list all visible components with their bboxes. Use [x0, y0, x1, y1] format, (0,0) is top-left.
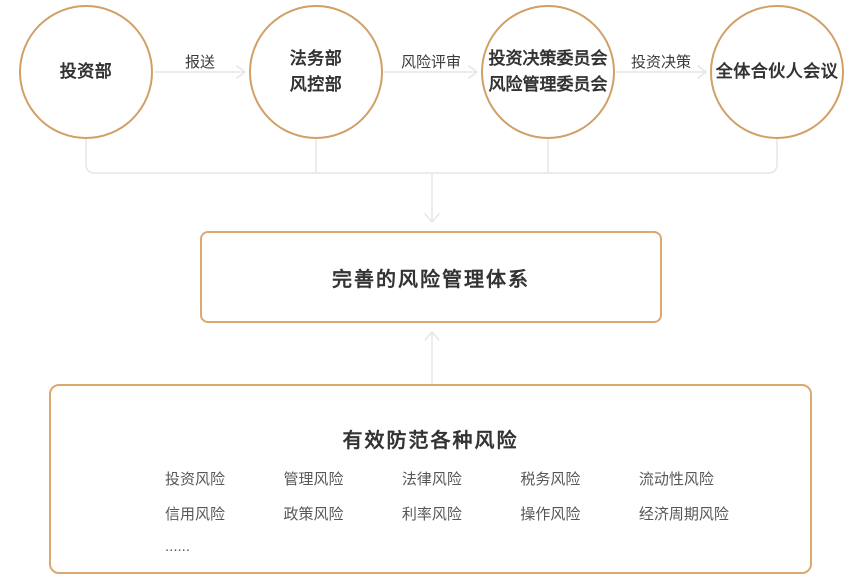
risk-item-ellipsis: ......: [165, 538, 191, 555]
risk-row: 投资风险 管理风险 法律风险 税务风险 流动性风险: [165, 471, 753, 489]
risk-item: 操作风险: [520, 506, 581, 523]
flow-node-label: 投资决策委员会: [488, 49, 608, 68]
flow-node-legal-risk-control-dept: 法务部 风控部: [249, 5, 383, 139]
flow-arrow-1-head: [236, 65, 246, 79]
up-arrow-head: [424, 331, 440, 341]
flow-node-label: 法务部: [289, 49, 343, 68]
system-box-title: 完善的风险管理体系: [332, 268, 530, 291]
merge-bracket-line: [85, 138, 778, 174]
risk-item: 政策风险: [283, 506, 344, 523]
flow-arrow-2-head: [468, 65, 478, 79]
risk-item: 税务风险: [520, 471, 581, 488]
flow-arrow-label-risk-review: 风险评审: [400, 54, 462, 71]
risk-row: 信用风险 政策风险 利率风险 操作风险 经济周期风险: [165, 506, 753, 524]
risk-item: 法律风险: [401, 471, 462, 488]
risk-row: ......: [165, 538, 279, 556]
system-box: 完善的风险管理体系: [200, 231, 662, 323]
flow-node-investment-dept: 投资部: [19, 5, 153, 139]
flow-node-committees: 投资决策委员会 风险管理委员会: [481, 5, 615, 139]
risk-box-title: 有效防范各种风险: [342, 430, 519, 452]
flow-node-label: 全体合伙人会议: [715, 62, 839, 81]
risk-box: 有效防范各种风险 投资风险 管理风险 法律风险 税务风险 流动性风险 信用风险 …: [49, 384, 812, 574]
risk-item: 信用风险: [165, 506, 226, 523]
risk-item: 投资风险: [165, 471, 226, 488]
flow-arrow-3-head: [697, 65, 707, 79]
flow-node-label: 风险管理委员会: [488, 75, 608, 94]
flow-arrow-label-investment-decision: 投资决策: [630, 54, 692, 71]
risk-item: 利率风险: [401, 506, 462, 523]
flow-node-general-partners-meeting: 全体合伙人会议: [710, 5, 844, 139]
risk-item: 经济周期风险: [638, 506, 729, 523]
risk-item: 流动性风险: [638, 471, 714, 488]
flow-node-label: 风控部: [289, 75, 343, 94]
flow-arrow-label-submit: 报送: [184, 54, 216, 71]
down-arrow-head: [424, 213, 440, 223]
flow-node-label: 投资部: [59, 62, 113, 81]
risk-item: 管理风险: [283, 471, 344, 488]
